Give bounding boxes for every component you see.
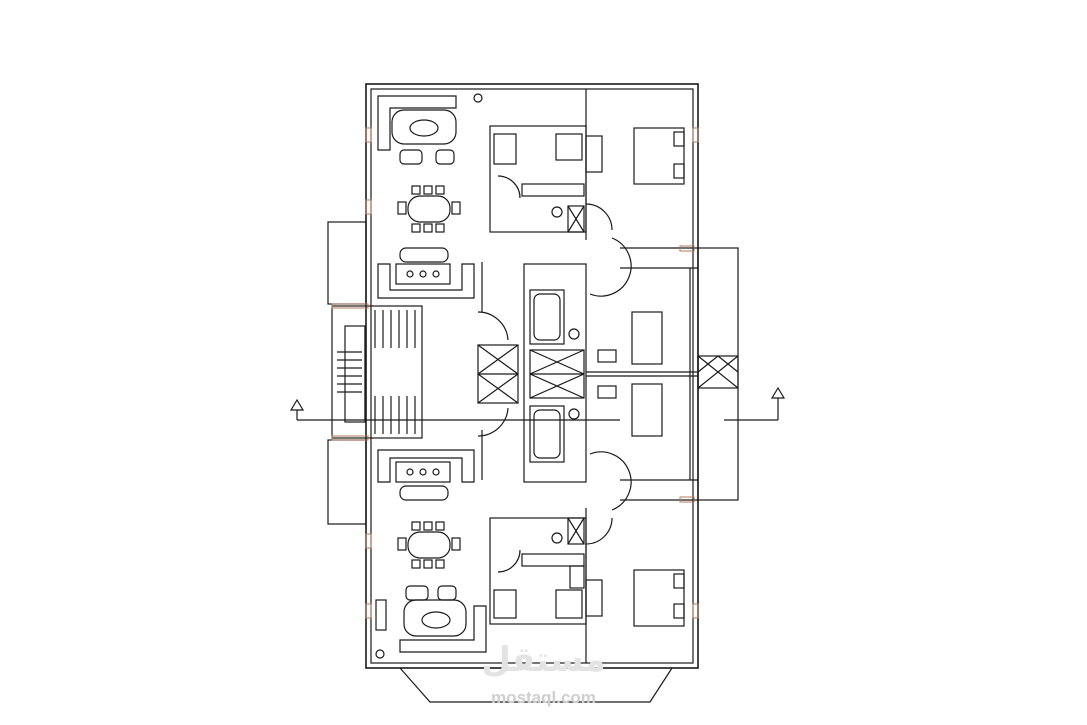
watermark-url: mostaql.com <box>491 688 596 707</box>
stair-treads-lower <box>374 396 416 434</box>
section-line <box>289 386 786 421</box>
dining-bottom <box>397 521 461 569</box>
sofa-top <box>377 247 475 299</box>
stairwell <box>331 305 423 439</box>
door-swings <box>477 175 632 573</box>
bedroom-middle-upper <box>597 311 663 365</box>
watermark-logo: مستقل <box>481 640 606 680</box>
left-balcony-bottom <box>327 439 367 525</box>
sofa-bottom <box>377 449 475 501</box>
left-balcony-top <box>327 221 367 305</box>
wall-hatches <box>331 127 699 619</box>
kitchen-top <box>489 125 587 233</box>
bedroom-middle-lower <box>597 383 663 437</box>
landing-treads <box>337 351 362 393</box>
interior-walls <box>477 247 698 501</box>
living-bottom <box>375 585 487 659</box>
bottom-bay <box>399 667 673 703</box>
bedroom-bottom <box>585 508 685 663</box>
right-balcony <box>697 247 739 501</box>
dining-top <box>397 185 461 233</box>
stair-treads-upper <box>374 310 416 348</box>
bedroom-top <box>585 89 685 240</box>
bathtub-upper <box>529 289 580 345</box>
living-top <box>377 93 483 165</box>
bathtub-lower <box>529 405 580 463</box>
